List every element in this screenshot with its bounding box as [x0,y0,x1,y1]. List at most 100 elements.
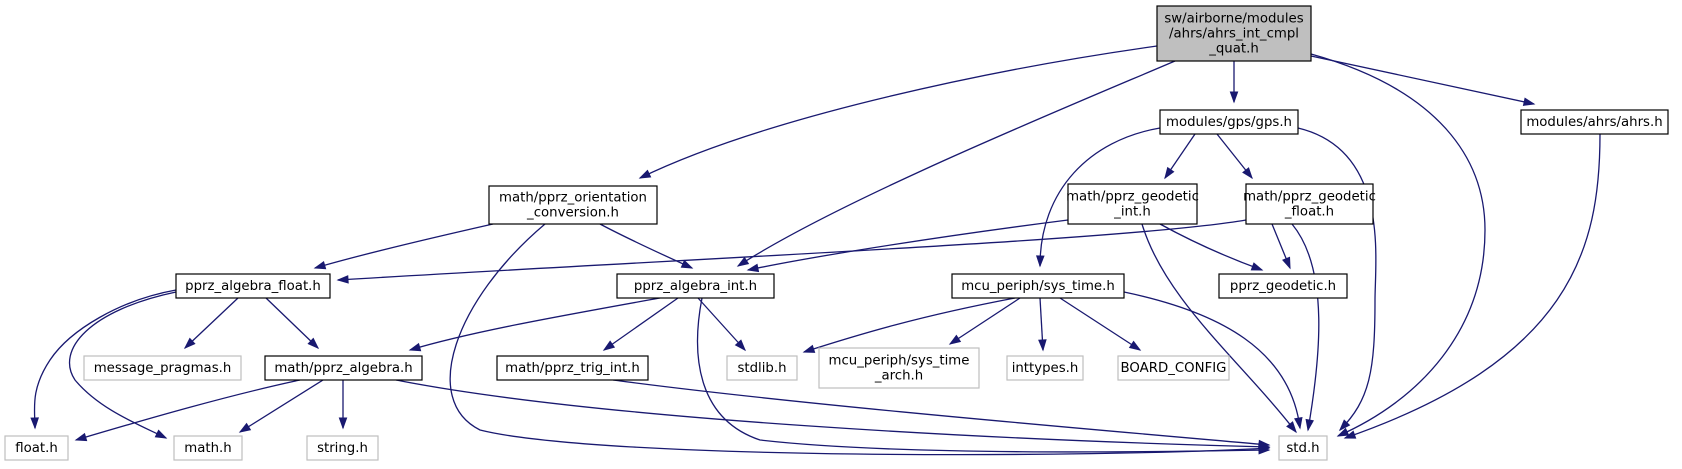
node-box [1520,109,1669,135]
node-label: mcu_periph/sys_time.h [961,279,1115,294]
edge-geo-float-to-alg-float [336,219,1247,284]
edge-line [1123,291,1301,429]
edge-root-to-alg-int [736,60,1176,267]
arrowhead-icon [30,417,39,430]
node-box [1278,435,1328,461]
edge-sys-time-to-inttypes [1038,297,1047,352]
node-alg-float[interactable]: pprz_algebra_float.h [175,273,331,299]
edge-alg-float-to-msg-pragmas [183,297,239,350]
node-box [175,273,331,299]
edge-line [1291,223,1320,431]
arrowhead-icon [336,275,349,284]
arrowhead-icon [74,432,88,442]
node-box [264,355,423,381]
arrowhead-icon [1338,419,1351,432]
node-label: _int.h [1113,205,1151,220]
arrowhead-icon [154,429,168,439]
edge-line [1141,223,1297,433]
edge-algebra-to-float-h [74,379,301,442]
arrowhead-icon [313,260,327,270]
edge-line [1297,127,1377,431]
node-trig-int[interactable]: math/pprz_trig_int.h [496,355,649,381]
node-gps[interactable]: modules/gps/gps.h [1159,109,1299,135]
node-label: std.h [1286,441,1319,456]
edge-line [449,223,1270,456]
node-box [83,355,242,381]
node-algebra[interactable]: math/pprz_algebra.h [264,355,423,381]
edge-geo-int-to-geodetic [1159,223,1264,271]
arrowhead-icon [408,342,422,352]
node-label: modules/gps/gps.h [1166,115,1292,130]
node-ahrs[interactable]: modules/ahrs/ahrs.h [1520,109,1669,135]
edge-line [1059,297,1141,351]
node-label: sw/airborne/modules [1164,12,1303,27]
arrowhead-icon [948,334,962,345]
edge-line [1344,133,1601,439]
node-geodetic[interactable]: pprz_geodetic.h [1218,273,1348,299]
arrowhead-icon [1258,439,1271,449]
arrowhead-icon [1336,427,1350,437]
node-label: _conversion.h [526,206,619,221]
arrowhead-icon [802,344,816,353]
edge-line [803,297,1016,353]
node-box [1067,183,1198,225]
node-label: /ahrs/ahrs_int_cmpl [1169,27,1299,42]
node-label: math/pprz_geodetic [1243,190,1376,205]
edge-geo-float-to-geodetic [1271,223,1291,270]
edge-geo-int-to-alg-int [746,219,1069,273]
edge-alg-float-to-float-h [30,289,177,430]
arrowhead-icon [1242,167,1253,180]
node-label: mcu_periph/sys_time [829,354,970,369]
edge-root-to-ahrs [1310,55,1536,106]
arrowhead-icon [1286,421,1297,434]
node-geo-int[interactable]: math/pprz_geodetic_int.h [1066,183,1199,225]
edge-line [184,297,239,349]
node-alg-int[interactable]: pprz_algebra_int.h [616,273,775,299]
node-box [1245,183,1374,225]
arrowhead-icon [238,422,252,433]
edge-line [337,219,1247,281]
node-box [1159,109,1299,135]
edge-algebra-to-std-h [395,379,1271,452]
arrowhead-icon [602,340,616,351]
node-root[interactable]: sw/airborne/modules/ahrs/ahrs_int_cmpl_q… [1156,5,1312,62]
node-box [1117,355,1230,381]
node-label: float.h [15,441,58,456]
node-box [496,355,649,381]
node-box [1156,5,1312,62]
node-orientation[interactable]: math/pprz_orientation_conversion.h [488,185,658,225]
edge-line [265,297,319,349]
edge-line [314,223,494,269]
edge-line [639,45,1158,179]
edge-sys-time-to-board-config [1059,297,1142,351]
edge-sys-time-to-sys-time-arch [948,297,1021,345]
edge-orientation-to-alg-float [313,223,494,270]
edge-alg-int-to-trig-int [602,297,679,351]
arrowhead-icon [736,256,750,267]
node-label: pprz_algebra_float.h [185,279,321,294]
edge-line [697,297,746,351]
edge-line [33,289,177,429]
edge-line [1310,53,1486,437]
node-label: stdlib.h [737,361,786,376]
node-sys-time[interactable]: mcu_periph/sys_time.h [951,273,1125,299]
node-box [488,185,658,225]
node-label: inttypes.h [1012,361,1079,376]
node-label: math/pprz_algebra.h [274,361,412,376]
edge-alg-int-to-algebra [408,297,661,352]
arrowhead-icon [1164,166,1175,180]
arrowhead-icon [1305,418,1314,432]
node-box [173,435,243,461]
node-label: math/pprz_orientation [499,191,647,206]
edge-line [409,297,661,351]
arrowhead-icon [1128,340,1142,351]
edges-layer [30,45,1601,456]
node-geo-float[interactable]: math/pprz_geodetic_float.h [1243,183,1376,225]
edge-sys-time-to-std-h [1123,291,1303,430]
node-box [1006,355,1084,381]
edge-line [239,379,324,433]
node-label: _quat.h [1208,42,1259,57]
node-float-h: float.h [4,435,69,461]
edge-root-to-gps [1229,61,1239,104]
